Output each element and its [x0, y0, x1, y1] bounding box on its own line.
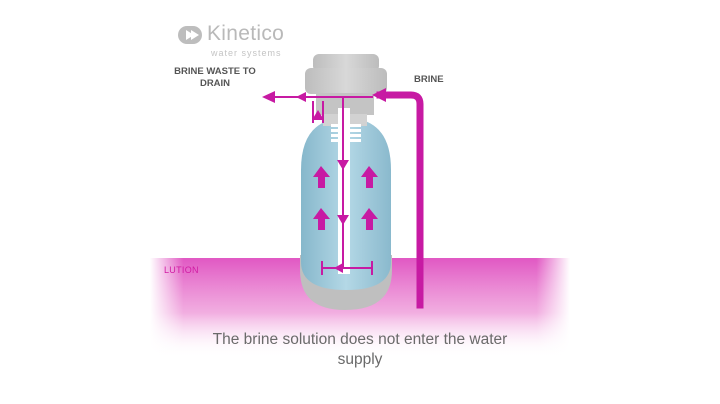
drain-arrow	[262, 91, 275, 103]
caption-text: The brine solution does not enter the wa…	[212, 331, 508, 368]
brine-waste-label: BRINE WASTE TO DRAIN	[174, 66, 256, 89]
tube-down-arrow	[337, 160, 349, 170]
brand-name: Kinetico	[207, 22, 285, 45]
resin-up-arrow	[361, 208, 378, 230]
resin-up-arrow	[313, 208, 330, 230]
valve-head	[305, 54, 387, 142]
tube-down-arrow	[337, 215, 349, 225]
flow-lines	[267, 91, 424, 309]
brine-inlet-arrow	[372, 88, 386, 102]
brine-inlet-pipe	[376, 91, 424, 309]
resin-up-arrow	[313, 166, 330, 188]
flow-arrows	[262, 88, 386, 273]
resin-up-arrow	[361, 166, 378, 188]
solution-label: LUTION	[164, 265, 199, 275]
brand-tagline: water systems	[211, 48, 282, 58]
brine-label: BRINE	[414, 74, 444, 85]
kinetico-logo-icon	[178, 26, 202, 44]
